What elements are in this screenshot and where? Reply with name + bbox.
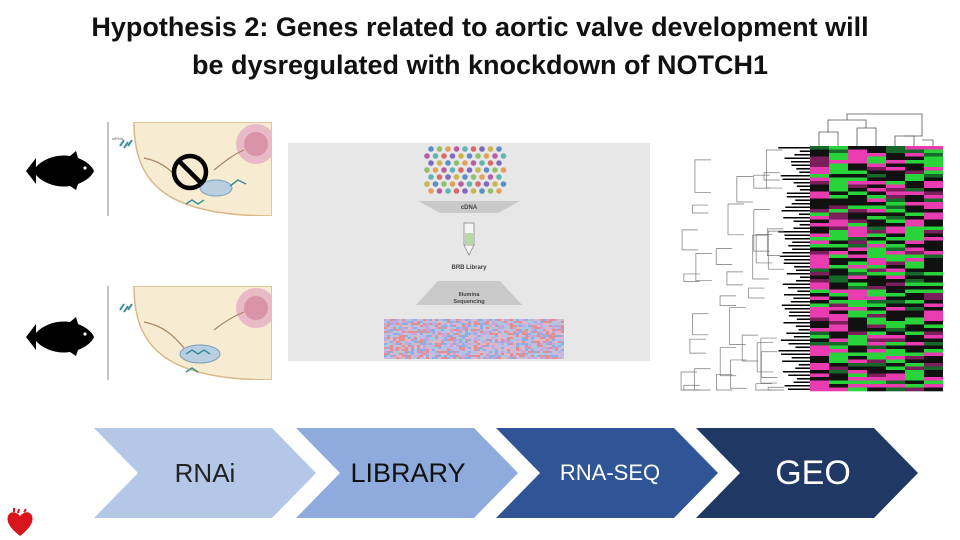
workflow-label-rna-seq: RNA-SEQ <box>559 460 661 485</box>
workflow-step-rna-seq <box>496 428 718 518</box>
workflow-label-library: LIBRARY <box>350 458 466 488</box>
brb-library-label: BRB Library <box>451 265 487 271</box>
slide-title: Hypothesis 2: Genes related to aortic va… <box>0 8 960 84</box>
illumina-label-1: Illumina <box>459 292 481 298</box>
rnai-cell-diagram-control <box>104 286 272 380</box>
column-dendrogram <box>818 113 934 146</box>
slide-title-line-2: be dysregulated with knockdown of NOTCH1 <box>191 50 769 80</box>
tube-icon <box>463 222 475 256</box>
transcript-dots <box>424 146 507 194</box>
heatmap-cells <box>810 146 943 392</box>
workflow-step-rnai <box>94 428 316 518</box>
workflow-label-rnai: RNAi <box>174 458 236 488</box>
fish-silhouette-icon <box>26 317 94 356</box>
workflow-step-geo <box>696 428 918 518</box>
workflow-label-geo: GEO <box>775 454 851 492</box>
row-dendrogram <box>680 146 810 391</box>
funnel-arrow-2 <box>416 281 522 305</box>
cdna-label: cDNA <box>461 205 478 211</box>
library-prep-figure: cDNA BRB Library Illumina Sequencing <box>288 143 650 361</box>
slide-title-line-1: Hypothesis 2: Genes related to aortic va… <box>91 12 869 42</box>
svg-text:siRNA: siRNA <box>112 136 124 141</box>
heart-logo-icon <box>7 508 33 536</box>
workflow-step-library <box>296 428 518 518</box>
illumina-label-2: Sequencing <box>453 299 484 305</box>
sequencing-reads <box>384 319 564 359</box>
fish-silhouette-icon <box>26 151 94 190</box>
heatmap-figure <box>672 110 950 392</box>
funnel-arrow-1 <box>418 201 520 213</box>
no-sign-icon <box>171 153 209 191</box>
